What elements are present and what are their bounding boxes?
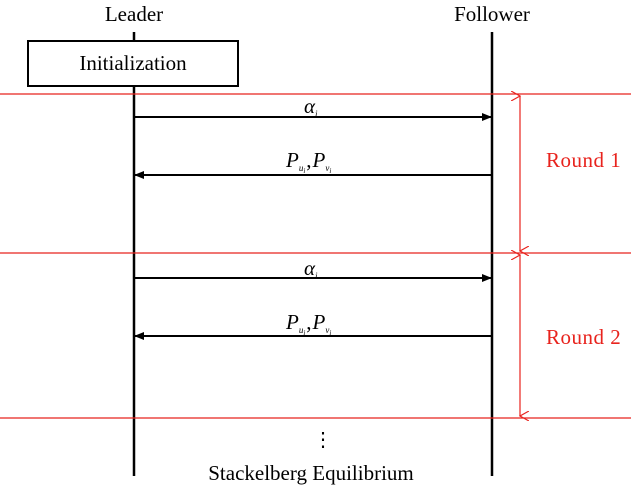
round-1-alpha-message: αi xyxy=(304,94,318,119)
round-1-label: Round 1 xyxy=(546,148,622,172)
initialization-box: Initialization xyxy=(27,40,239,87)
initialization-label: Initialization xyxy=(79,51,187,75)
round-2-power-message: Pui,Pvi xyxy=(286,310,332,337)
continuation-dots: ⋮ xyxy=(313,429,333,451)
stackelberg-equilibrium-label: Stackelberg Equilibrium xyxy=(208,461,414,485)
round-2-alpha-message: αi xyxy=(304,256,318,281)
leader-label: Leader xyxy=(104,2,164,26)
round-1-power-message: Pui,Pvi xyxy=(286,148,332,175)
round-2-label: Round 2 xyxy=(546,325,622,349)
follower-label: Follower xyxy=(454,2,530,26)
